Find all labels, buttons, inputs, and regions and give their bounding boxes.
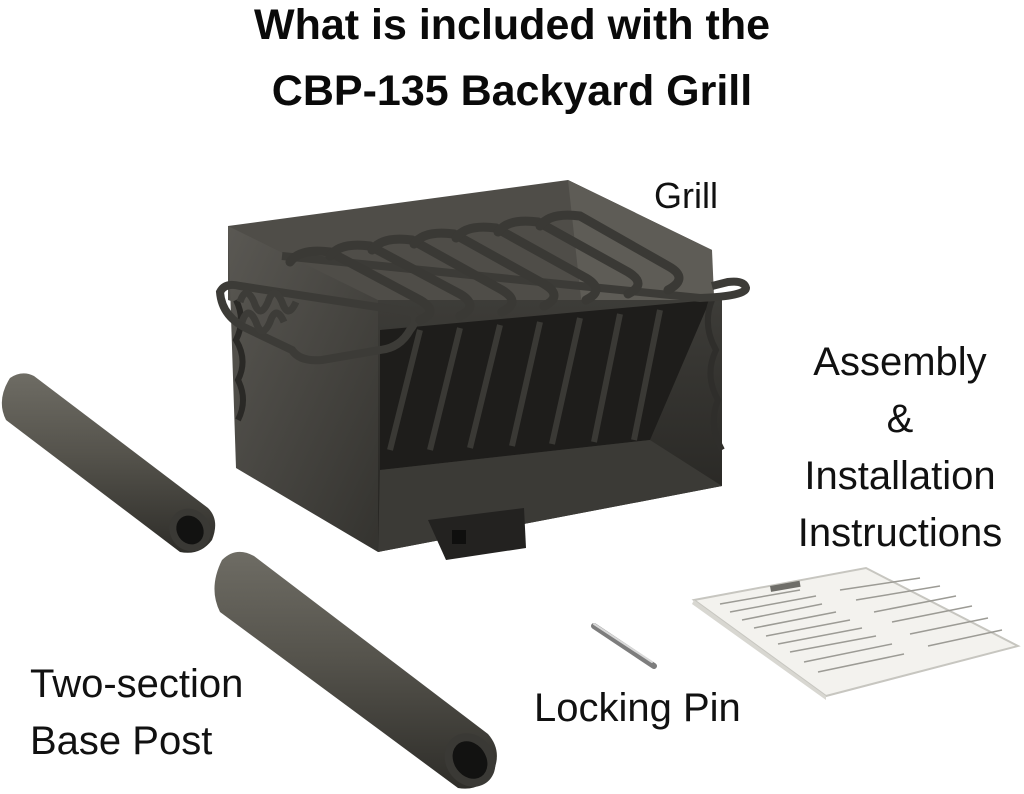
assembly-label-line-3: Installation [804, 454, 996, 498]
base-post-section-lower [214, 551, 497, 789]
locking-pin [591, 623, 657, 669]
charcoal-grate [387, 309, 663, 451]
grate-handle [236, 289, 300, 335]
base-post-label-line-1: Two-section [30, 662, 244, 706]
title-line-2: CBP-135 Backyard Grill [271, 67, 753, 115]
grill-unit [215, 180, 751, 560]
assembly-label-line-4: Instructions [797, 511, 1003, 555]
cooking-grate [285, 210, 684, 325]
base-post-label: Two-section Base Post [30, 656, 243, 770]
base-post [1, 373, 497, 789]
base-post-label-line-2: Base Post [30, 719, 213, 763]
grill-label: Grill [654, 175, 718, 216]
assembly-label-line-2: & [886, 397, 914, 441]
locking-pin-label: Locking Pin [534, 686, 741, 730]
title-line-1: What is included with the [254, 1, 770, 49]
instruction-sheet [691, 566, 1021, 700]
base-post-section-upper [1, 373, 216, 553]
assembly-instructions-label: Assembly & Installation Instructions [760, 334, 1024, 562]
assembly-label-line-1: Assembly [813, 340, 987, 384]
